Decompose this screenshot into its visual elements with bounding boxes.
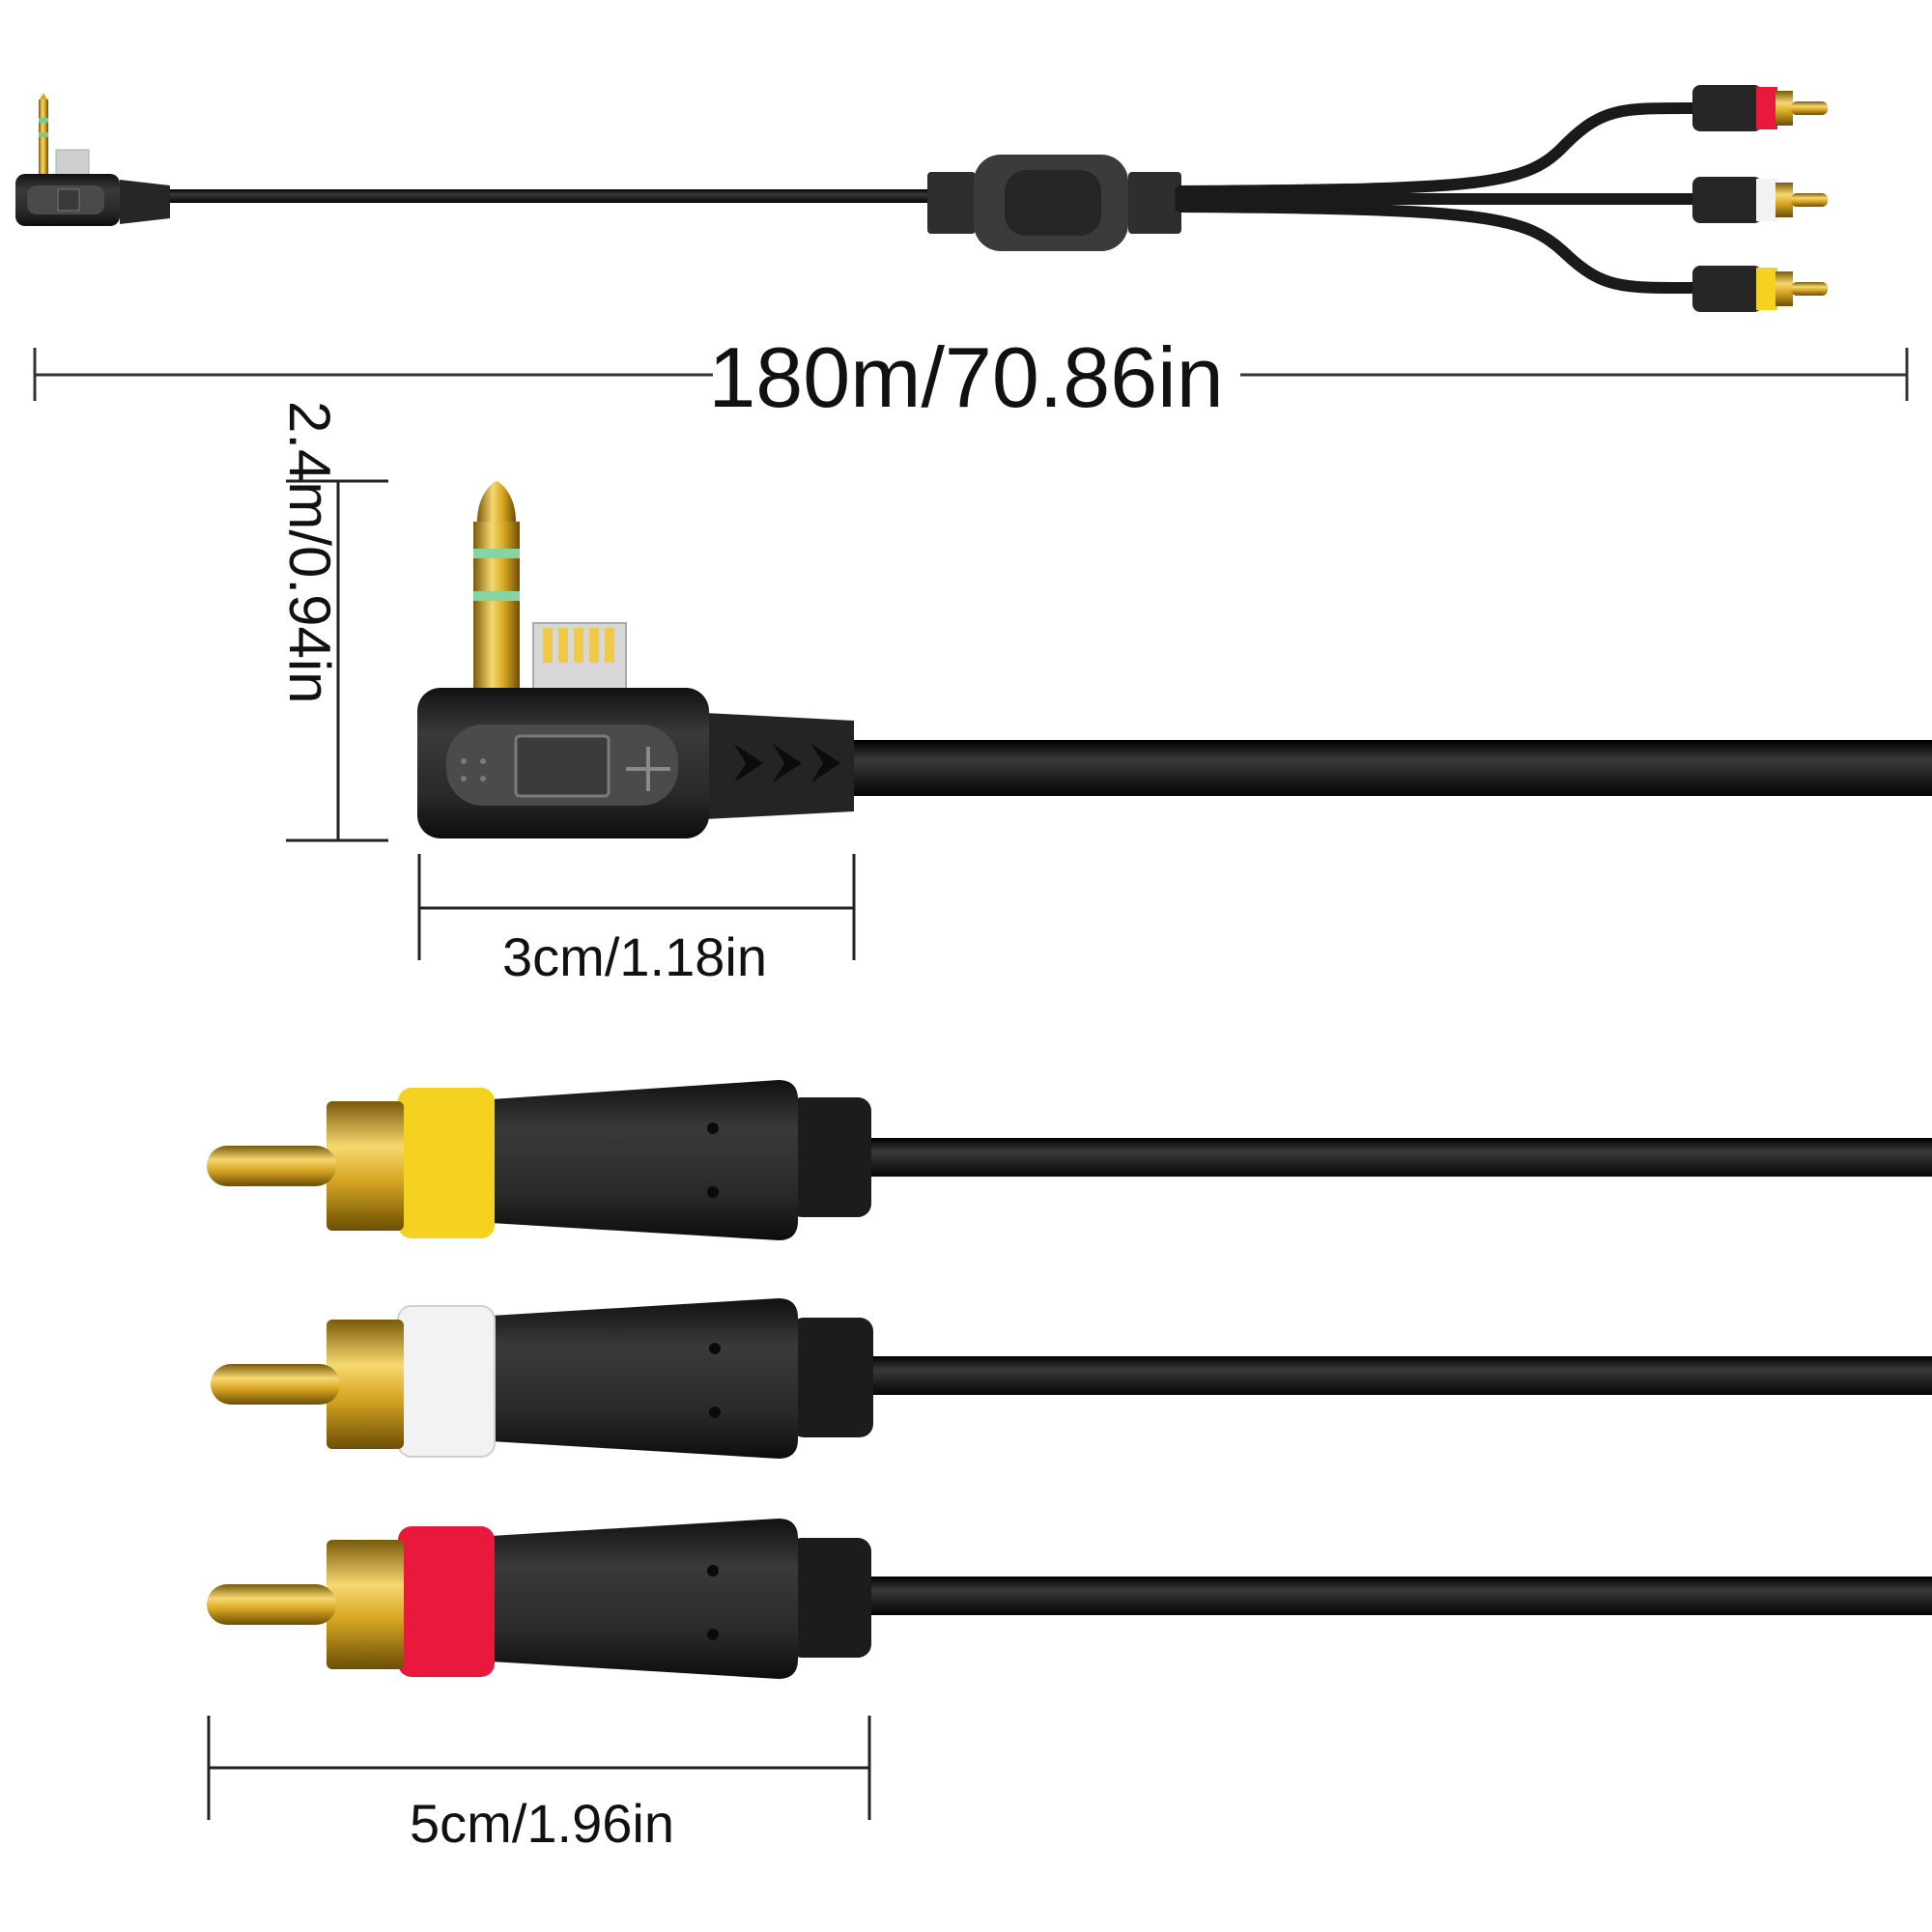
plug-width-label: 3cm/1.18in [502,926,767,987]
total-length-dimension-line [33,348,1909,401]
overview-rca-plug-yellow [1692,266,1828,312]
plug-width-dimension-line [417,854,856,960]
plug-height-label: 2.4m/0.94in [277,401,342,704]
rca-length-label: 5cm/1.96in [410,1793,674,1854]
rca-length-dimension-line [207,1716,871,1820]
overview-rca-plug-white [1692,177,1828,223]
overview-main-cable [164,189,937,203]
overview-rca-plug-red [1692,85,1828,131]
av-plug-closeup [417,481,1932,838]
overview-av-plug [15,93,170,226]
plus-icon [626,747,670,791]
plug-height-dimension-line [286,479,388,842]
rca-plug-red [207,1519,1932,1679]
overview-branch-cables [1175,101,1706,295]
cable-overview [15,85,1828,312]
rca-plug-white [211,1298,1932,1459]
overview-splitter [927,155,1181,251]
rca-plug-yellow [207,1080,1932,1240]
total-length-label: 180m/70.86in [708,329,1224,425]
